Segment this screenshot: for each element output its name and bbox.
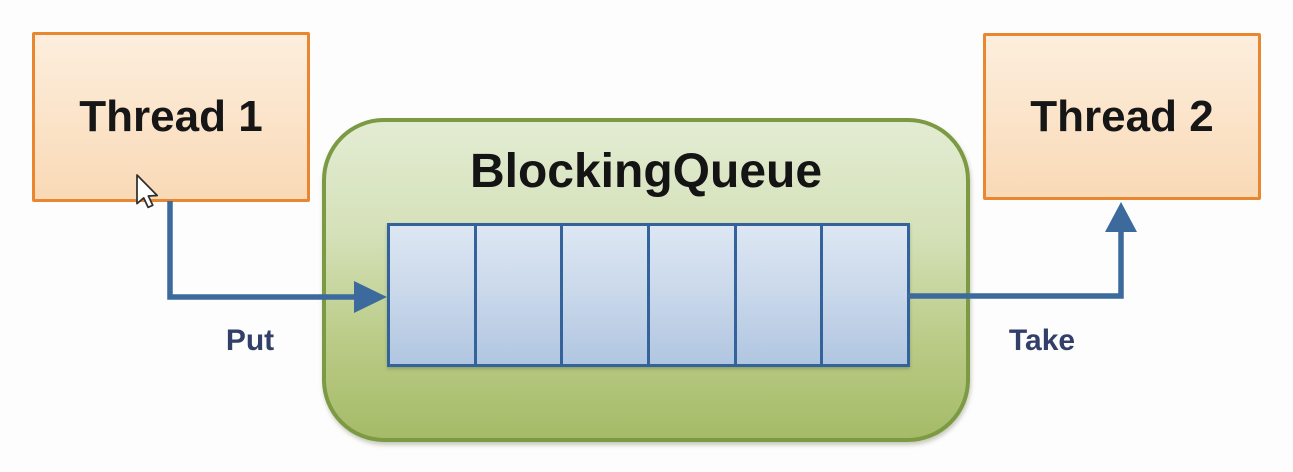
queue-slot <box>390 226 474 364</box>
queue-slot <box>647 226 734 364</box>
queue-slot-row <box>387 223 910 367</box>
thread1-label: Thread 1 <box>79 92 263 141</box>
take-arrowhead-icon <box>1105 202 1137 232</box>
thread2-node: Thread 2 <box>983 33 1261 200</box>
queue-slot <box>560 226 648 364</box>
thread2-label: Thread 2 <box>1030 91 1214 141</box>
queue-slot <box>820 226 908 364</box>
queue-slot <box>733 226 821 364</box>
take-edge-label: Take <box>1008 324 1076 357</box>
put-edge-label: Put <box>225 324 275 357</box>
blocking-queue-title: BlockingQueue <box>469 145 823 198</box>
queue-slot <box>473 226 561 364</box>
thread1-node: Thread 1 <box>32 32 310 202</box>
